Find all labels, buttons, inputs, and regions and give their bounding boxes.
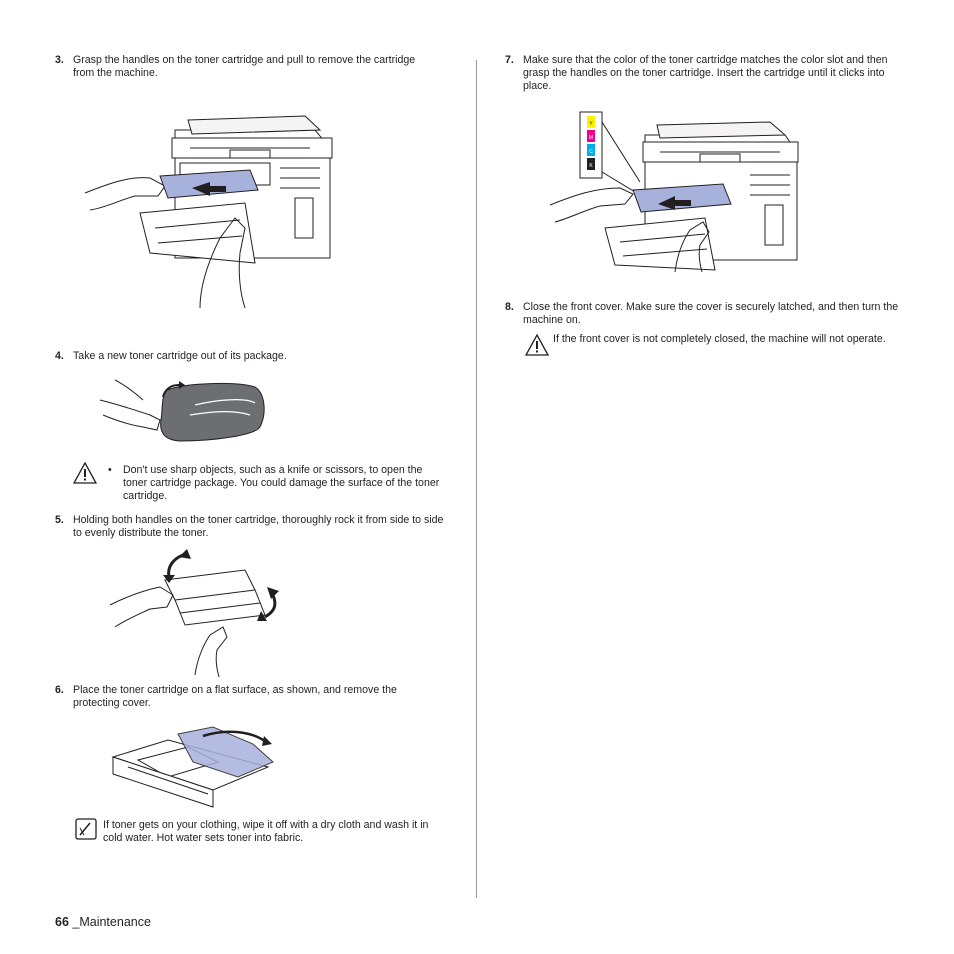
color-slot-y: Y bbox=[589, 121, 593, 127]
unpack-cartridge-illustration bbox=[99, 379, 265, 442]
color-slot-swatch-cyan bbox=[587, 144, 595, 156]
page-number: 66 bbox=[55, 915, 69, 929]
caution-text: Don't use sharp objects, such as a knife… bbox=[123, 464, 440, 502]
color-slot-swatch-black bbox=[587, 158, 595, 170]
step-text: Holding both handles on the toner cartri… bbox=[73, 514, 444, 539]
caution-text: If the front cover is not completely clo… bbox=[553, 333, 886, 345]
caution-icon bbox=[525, 334, 549, 356]
step-number: 8. bbox=[505, 301, 514, 313]
rock-cartridge-illustration bbox=[109, 549, 279, 678]
step-text: Close the front cover. Make sure the cov… bbox=[523, 301, 899, 326]
caution-icon bbox=[73, 462, 97, 484]
remove-protective-cover-illustration bbox=[111, 726, 274, 808]
note-text: If toner gets on your clothing, wipe it … bbox=[103, 819, 429, 844]
step-number: 3. bbox=[55, 54, 64, 66]
color-slot-swatch-magenta bbox=[587, 130, 595, 142]
color-slot-k: K bbox=[589, 163, 593, 169]
step-text: Grasp the handles on the toner cartridge… bbox=[73, 54, 416, 79]
step-number: 4. bbox=[55, 350, 64, 362]
column-divider bbox=[476, 60, 477, 898]
step-text: Make sure that the color of the toner ca… bbox=[523, 54, 888, 92]
insert-cartridge-illustration: Y M C K bbox=[549, 111, 799, 273]
step-text: Place the toner cartridge on a flat surf… bbox=[73, 684, 397, 709]
remove-cartridge-illustration bbox=[84, 115, 333, 309]
section-name: _Maintenance bbox=[72, 915, 151, 929]
page-footer: 66 _Maintenance bbox=[55, 915, 151, 929]
color-slot-swatch-yellow bbox=[587, 116, 595, 128]
color-slot-m: M bbox=[589, 135, 593, 141]
step-number: 5. bbox=[55, 514, 64, 526]
step-number: 6. bbox=[55, 684, 64, 696]
step-number: 7. bbox=[505, 54, 514, 66]
note-icon bbox=[75, 818, 97, 840]
caution-bullet: • bbox=[108, 464, 112, 476]
step-text: Take a new toner cartridge out of its pa… bbox=[73, 350, 287, 362]
color-slot-c: C bbox=[589, 149, 593, 155]
